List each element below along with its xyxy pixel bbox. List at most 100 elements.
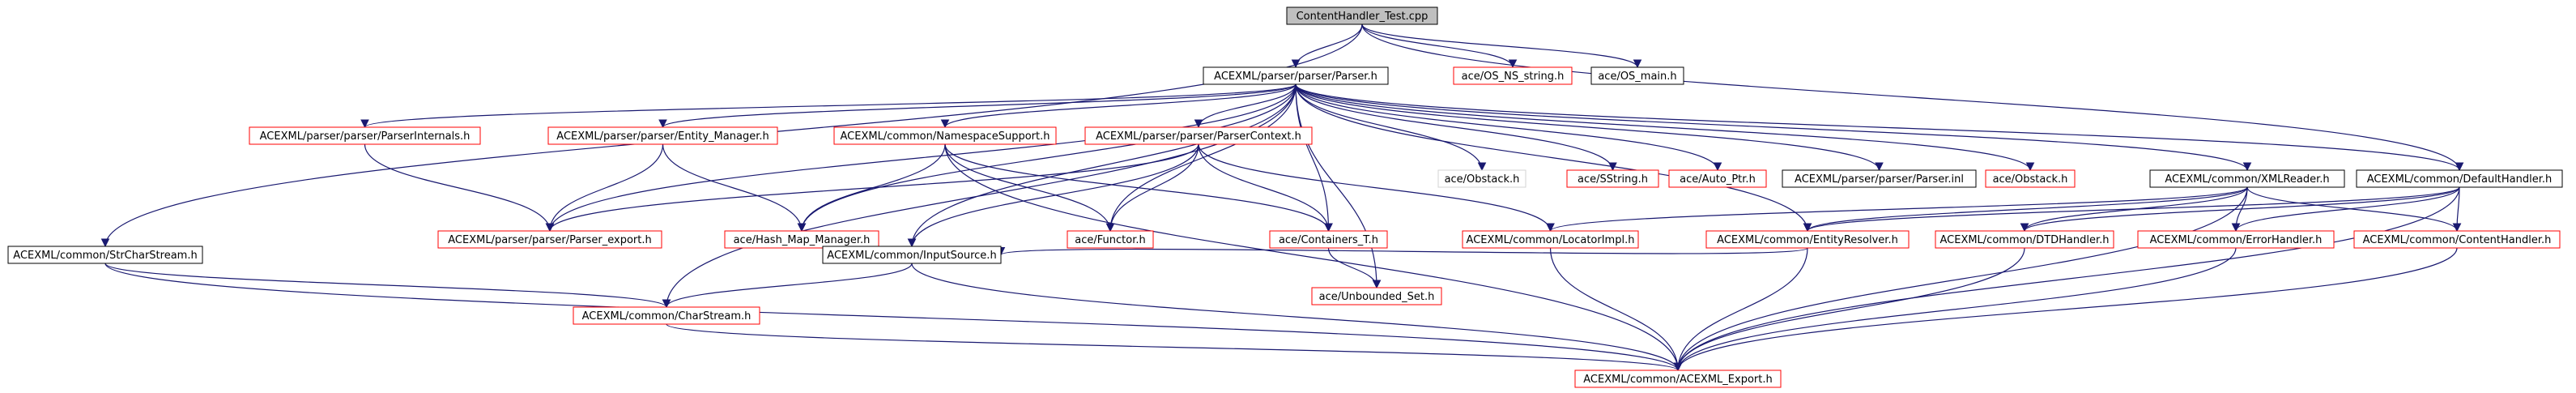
edge-parser-to-entity_resolver bbox=[1295, 83, 1812, 233]
edge-default_handler-to-dtd_handler bbox=[2020, 186, 2460, 233]
edge-root-to-os_ns_string bbox=[1361, 23, 1518, 69]
node-label: ACEXML/common/StrCharStream.h bbox=[13, 250, 197, 262]
edge-parser_context-to-locator_impl bbox=[1198, 143, 1555, 233]
edge-root-to-parser bbox=[1291, 23, 1363, 69]
node-parser-inl[interactable]: ACEXML/parser/parser/Parser.inl bbox=[1782, 169, 1977, 188]
edge-parser-to-parser_context bbox=[1194, 83, 1297, 129]
node-entity-manager[interactable]: ACEXML/parser/parser/Entity_Manager.h bbox=[547, 126, 778, 145]
node-os-main[interactable]: ace/OS_main.h bbox=[1590, 66, 1684, 85]
node-label: ace/OS_main.h bbox=[1598, 70, 1676, 83]
edge-root-to-default_handler bbox=[1361, 23, 2464, 172]
node-box bbox=[1566, 169, 1659, 188]
node-input-source[interactable]: ACEXML/common/InputSource.h bbox=[822, 246, 1002, 264]
node-label: ACEXML/common/DTDHandler.h bbox=[1939, 234, 2109, 246]
node-label: ContentHandler_Test.cpp bbox=[1297, 11, 1429, 23]
node-box bbox=[249, 126, 481, 145]
node-box bbox=[2149, 169, 2345, 188]
edge-default_handler-to-acexml_export bbox=[1673, 186, 2460, 372]
node-label: ACEXML/parser/parser/ParserInternals.h bbox=[260, 130, 470, 143]
node-box bbox=[1668, 169, 1767, 188]
node-box bbox=[1286, 6, 1438, 25]
node-parser-context[interactable]: ACEXML/parser/parser/ParserContext.h bbox=[1084, 126, 1313, 145]
node-box bbox=[1985, 169, 2076, 188]
node-obstack-plain[interactable]: ace/Obstack.h bbox=[1437, 169, 1526, 188]
node-label: ace/Functor.h bbox=[1075, 234, 1145, 246]
node-label: ACEXML/parser/parser/ParserContext.h bbox=[1096, 130, 1301, 143]
node-box bbox=[2356, 169, 2563, 188]
node-box bbox=[1311, 287, 1442, 305]
node-label: ACEXML/common/EntityResolver.h bbox=[1717, 234, 1898, 246]
node-box bbox=[724, 230, 879, 249]
node-label: ACEXML/common/ErrorHandler.h bbox=[2150, 234, 2323, 246]
node-box bbox=[1782, 169, 1977, 188]
edges-layer bbox=[100, 23, 2464, 372]
edge-dtd_handler-to-acexml_export bbox=[1673, 247, 2025, 372]
edge-entity_manager-to-hash_map_manager bbox=[662, 143, 807, 233]
node-box bbox=[547, 126, 778, 145]
edge-default_handler-to-error_handler bbox=[2231, 186, 2460, 233]
node-label: ACEXML/parser/parser/Parser.h bbox=[1214, 70, 1377, 83]
node-xml-reader[interactable]: ACEXML/common/XMLReader.h bbox=[2149, 169, 2345, 188]
nodes-layer: ContentHandler_Test.cppACEXML/parser/par… bbox=[7, 6, 2563, 388]
edge-parser-to-obstack_plain bbox=[1295, 83, 1487, 172]
edge-entity_manager-to-parser_export bbox=[545, 143, 664, 233]
node-label: ace/OS_NS_string.h bbox=[1462, 70, 1565, 83]
node-entity-resolver[interactable]: ACEXML/common/EntityResolver.h bbox=[1705, 230, 1910, 249]
node-hash-map-manager[interactable]: ace/Hash_Map_Manager.h bbox=[724, 230, 879, 249]
node-char-stream[interactable]: ACEXML/common/CharStream.h bbox=[573, 306, 760, 325]
node-box bbox=[1067, 230, 1154, 249]
node-label: ace/Unbounded_Set.h bbox=[1319, 291, 1435, 303]
edge-namespace_support-to-functor bbox=[944, 143, 1115, 233]
node-unbounded-set[interactable]: ace/Unbounded_Set.h bbox=[1311, 287, 1442, 305]
edge-locator_impl-to-acexml_export bbox=[1549, 247, 1683, 372]
node-box bbox=[1574, 370, 1782, 388]
node-label: ace/Hash_Map_Manager.h bbox=[734, 234, 871, 246]
edge-parser-to-namespace_support bbox=[940, 83, 1297, 129]
node-functor[interactable]: ace/Functor.h bbox=[1067, 230, 1154, 249]
node-default-handler[interactable]: ACEXML/common/DefaultHandler.h bbox=[2356, 169, 2563, 188]
edge-default_handler-to-entity_resolver bbox=[1803, 186, 2460, 233]
node-label: ace/SString.h bbox=[1578, 173, 1648, 186]
node-box bbox=[573, 306, 760, 325]
node-label: ACEXML/common/XMLReader.h bbox=[2165, 173, 2329, 186]
node-acexml-export[interactable]: ACEXML/common/ACEXML_Export.h bbox=[1574, 370, 1782, 388]
edge-root-to-os_main bbox=[1361, 23, 1642, 69]
edge-entity_resolver-to-input_source bbox=[997, 246, 1808, 256]
node-error-handler[interactable]: ACEXML/common/ErrorHandler.h bbox=[2137, 230, 2335, 249]
edge-parser_context-to-containers_t bbox=[1198, 143, 1333, 233]
node-box bbox=[1203, 66, 1389, 85]
edge-parser-to-auto_ptr bbox=[1295, 83, 1722, 172]
node-box bbox=[1590, 66, 1684, 85]
edge-parser_internals-to-parser_export bbox=[364, 143, 555, 233]
node-box bbox=[1935, 230, 2114, 249]
edge-default_handler-to-content_handler bbox=[2452, 186, 2462, 233]
node-parser-internals[interactable]: ACEXML/parser/parser/ParserInternals.h bbox=[249, 126, 481, 145]
edge-content_handler-to-acexml_export bbox=[1673, 247, 2458, 372]
node-namespace-support[interactable]: ACEXML/common/NamespaceSupport.h bbox=[833, 126, 1057, 145]
node-label: ACEXML/common/CharStream.h bbox=[582, 310, 752, 323]
node-str-char-stream[interactable]: ACEXML/common/StrCharStream.h bbox=[7, 246, 203, 264]
node-parser[interactable]: ACEXML/parser/parser/Parser.h bbox=[1203, 66, 1389, 85]
node-sstring[interactable]: ace/SString.h bbox=[1566, 169, 1659, 188]
node-box bbox=[1269, 230, 1388, 249]
node-label: ACEXML/parser/parser/Parser.inl bbox=[1795, 173, 1964, 186]
node-obstack[interactable]: ace/Obstack.h bbox=[1985, 169, 2076, 188]
node-content-handler[interactable]: ACEXML/common/ContentHandler.h bbox=[2353, 230, 2561, 249]
node-locator-impl[interactable]: ACEXML/common/LocatorImpl.h bbox=[1462, 230, 1639, 249]
node-auto-ptr[interactable]: ace/Auto_Ptr.h bbox=[1668, 169, 1767, 188]
node-box bbox=[1453, 66, 1573, 85]
node-label: ACEXML/common/ContentHandler.h bbox=[2363, 234, 2552, 246]
edge-parser-to-hash_map_manager bbox=[797, 83, 1297, 233]
edge-str_char_stream-to-char_stream bbox=[104, 263, 671, 309]
node-label: ACEXML/common/ACEXML_Export.h bbox=[1583, 374, 1772, 386]
node-label: ACEXML/common/LocatorImpl.h bbox=[1467, 234, 1635, 246]
node-os-ns-string[interactable]: ace/OS_NS_string.h bbox=[1453, 66, 1573, 85]
node-box bbox=[822, 246, 1002, 264]
edge-parser-to-char_stream bbox=[662, 83, 1297, 309]
node-box bbox=[1462, 230, 1639, 249]
node-dtd-handler[interactable]: ACEXML/common/DTDHandler.h bbox=[1935, 230, 2114, 249]
node-containers-t[interactable]: ace/Containers_T.h bbox=[1269, 230, 1388, 249]
edge-parser_context-to-functor bbox=[1105, 143, 1199, 233]
edge-input_source-to-acexml_export bbox=[911, 263, 1683, 372]
node-parser-export[interactable]: ACEXML/parser/parser/Parser_export.h bbox=[437, 230, 662, 249]
